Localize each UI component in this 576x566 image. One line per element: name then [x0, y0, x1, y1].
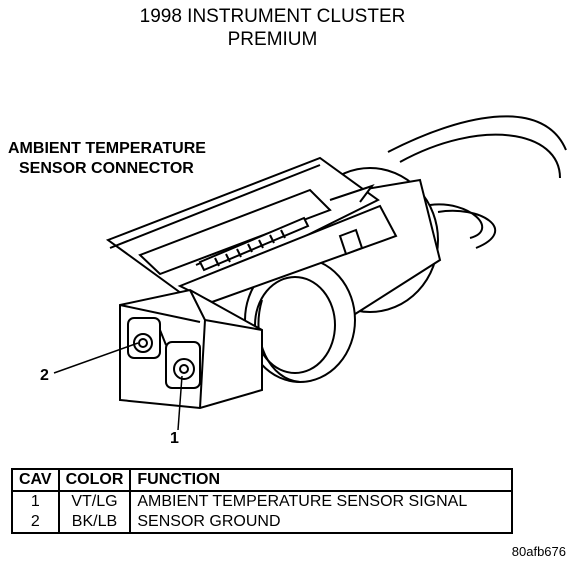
cell-color: VT/LG — [57, 491, 132, 512]
table-row: 2 BK/LB SENSOR GROUND — [11, 512, 514, 534]
cavity-2-terminal — [133, 333, 153, 353]
table-row: 1 VT/LG AMBIENT TEMPERATURE SENSOR SIGNA… — [11, 491, 514, 512]
diagram-subtitle: PREMIUM — [227, 29, 318, 50]
diagram-title: 1998 INSTRUMENT CLUSTER — [139, 6, 406, 27]
connector-wires — [387, 115, 567, 249]
connector-callout-line-2: SENSOR CONNECTOR — [19, 160, 194, 177]
figure-id: 80afb676 — [511, 544, 566, 559]
pinout-table: CAV COLOR FUNCTION 1 VT/LG AMBIENT TEMPE… — [11, 468, 514, 534]
header-function: FUNCTION — [129, 468, 514, 492]
pin-2-label: 2 — [40, 367, 49, 384]
cell-cav: 1 — [11, 491, 60, 512]
connector-front-housing — [119, 288, 263, 410]
cell-function: SENSOR GROUND — [129, 512, 514, 534]
pin-2-leader — [53, 342, 139, 374]
header-cav: CAV — [11, 468, 60, 492]
header-color: COLOR — [57, 468, 132, 492]
cell-cav: 2 — [11, 512, 60, 534]
pin-1-label: 1 — [170, 430, 179, 447]
connector-latch — [105, 156, 398, 304]
connector-callout-line-1: AMBIENT TEMPERATURE — [8, 140, 206, 157]
pinout-header-row: CAV COLOR FUNCTION — [11, 468, 514, 492]
cell-color: BK/LB — [57, 512, 132, 534]
cell-function: AMBIENT TEMPERATURE SENSOR SIGNAL — [129, 491, 514, 512]
pin-1-leader — [177, 375, 183, 431]
cavity-1-terminal — [173, 358, 195, 380]
